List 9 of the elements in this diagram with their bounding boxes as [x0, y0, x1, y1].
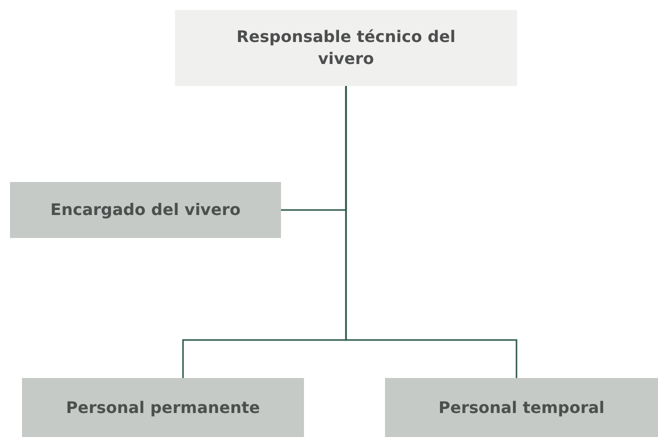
- role-box: [22, 378, 304, 437]
- top-role-box: [175, 10, 517, 86]
- role-box: [385, 378, 658, 437]
- role-title: Personal temporal: [438, 396, 604, 418]
- role-title: Responsable técnico del vivero: [236, 26, 456, 70]
- role-title: Personal permanente: [66, 396, 260, 418]
- role-title: Encargado del vivero: [50, 199, 241, 221]
- role-box: [10, 182, 281, 238]
- connector-line: [345, 86, 518, 378]
